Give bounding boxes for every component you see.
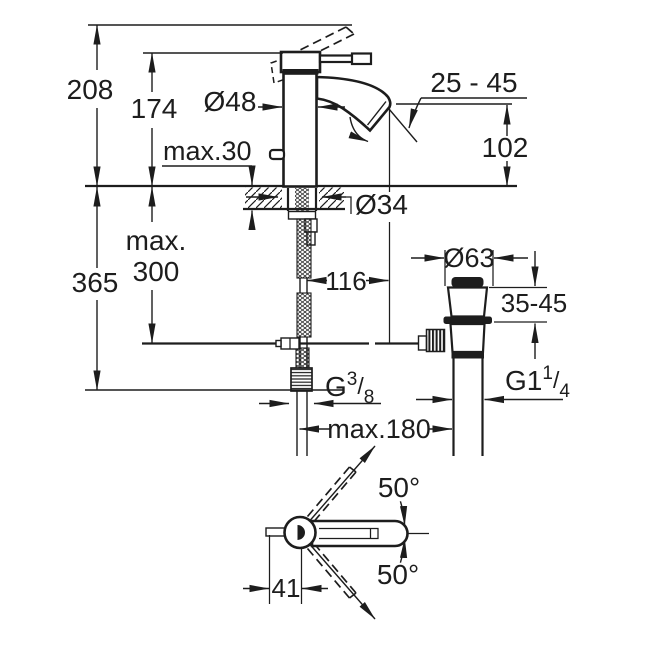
- dimension-g114-label: G11/4: [505, 363, 570, 402]
- rod-connector: [417, 335, 428, 351]
- below-counter-installation: [142, 188, 419, 456]
- faucet-top-view: 50° 50° 41: [243, 445, 429, 620]
- dimension-41: 41: [243, 535, 328, 604]
- lever-bar: [318, 54, 355, 64]
- stream-curved-arrow: [348, 116, 369, 143]
- dimension-2545-label: 25 - 45: [430, 67, 517, 98]
- counter-hatch-left: [245, 187, 282, 208]
- waste-seal-ring: [443, 316, 492, 324]
- faucet-front-view: [268, 26, 418, 188]
- waste-body-band: [451, 352, 484, 359]
- g38-nut: [290, 367, 313, 392]
- g114-slash: /: [553, 367, 560, 393]
- dimension-3545: 35-45: [489, 251, 567, 359]
- swivel-ray-lower: [309, 544, 376, 620]
- g114-numerator: 1: [542, 363, 553, 384]
- waste-plug-cap: [451, 277, 484, 288]
- waste-body: [449, 322, 486, 354]
- g38-prefix: G: [325, 371, 347, 402]
- dimension-d63: Ø63: [411, 243, 528, 286]
- dimension-365-label: 365: [72, 267, 119, 298]
- swivel-upper-label: 50°: [378, 472, 420, 503]
- g114-denominator: 4: [559, 381, 570, 402]
- shank-thread: [295, 188, 309, 212]
- spout-top-view-inner: [319, 527, 379, 540]
- top-view-stub: [265, 527, 287, 537]
- dimension-spout-range: 25 - 45: [408, 67, 527, 129]
- dimension-max300: max. 300: [126, 186, 187, 344]
- waste-flange: [446, 286, 489, 318]
- waste-assembly: Ø63 35-45 G11/4 max.180: [259, 243, 570, 456]
- dimension-body-diameter: Ø48: [204, 86, 345, 117]
- spout-aerator-line: [366, 101, 387, 126]
- dimension-deck-thickness: max.30: [162, 136, 256, 230]
- counter-hatch-right: [319, 187, 344, 208]
- supply-hose-upper: [296, 218, 312, 279]
- dimension-d34-label: Ø34: [355, 189, 408, 220]
- dimension-g114: G11/4: [416, 363, 570, 404]
- dimension-hole-diameter: Ø34: [246, 189, 408, 220]
- faucet-body: [282, 72, 318, 188]
- dimension-max300-label-line1: max.: [126, 225, 187, 256]
- shank-locknut: [287, 210, 317, 220]
- dimension-d48-label: Ø48: [204, 86, 257, 117]
- stream-direction-line: [388, 108, 418, 143]
- dimension-174-label: 174: [131, 93, 178, 124]
- dimension-max180: max.180: [299, 414, 453, 444]
- lever-swivel-lower-dashed: [306, 542, 357, 599]
- swivel-ray-upper: [309, 445, 376, 521]
- hose-tail: [295, 347, 310, 369]
- g38-slash: /: [357, 373, 364, 399]
- dimension-g38: G3/8: [259, 369, 381, 408]
- spout: [315, 75, 392, 133]
- dimension-3545-label: 35-45: [501, 288, 568, 318]
- dimension-max300-label-line2: 300: [133, 256, 180, 287]
- g38-numerator: 3: [347, 369, 358, 390]
- rod-clamp-tip: [275, 339, 282, 348]
- dimension-208-label: 208: [67, 74, 114, 105]
- pop-up-knob: [268, 148, 286, 161]
- dimension-g38-label: G3/8: [325, 369, 374, 408]
- spout-top-view: [310, 519, 409, 548]
- dimension-208: 208: [67, 24, 352, 187]
- g38-denominator: 8: [364, 387, 375, 408]
- dimension-174: 174: [131, 52, 283, 187]
- supply-hose-lower: [296, 292, 312, 338]
- cartridge-marker: [297, 525, 305, 540]
- dimension-d63-label: Ø63: [443, 243, 494, 273]
- dimension-41-label: 41: [272, 573, 301, 603]
- dimension-365: 365: [72, 186, 343, 391]
- dimension-116: 116: [306, 104, 391, 343]
- waste-knurled-knob: [425, 328, 446, 353]
- dimension-max30-label: max.30: [163, 136, 252, 166]
- g114-prefix: G1: [505, 365, 542, 396]
- swivel-lower-label: 50°: [377, 559, 419, 590]
- lever-end-cap: [350, 52, 373, 66]
- dimension-max180-label: max.180: [327, 414, 431, 444]
- dimension-116-label: 116: [325, 266, 366, 296]
- lever-swivel-upper-dashed: [306, 466, 357, 523]
- handle-base-band: [282, 69, 319, 75]
- dimension-102-label: 102: [482, 132, 529, 163]
- dimension-102: 102: [396, 103, 529, 187]
